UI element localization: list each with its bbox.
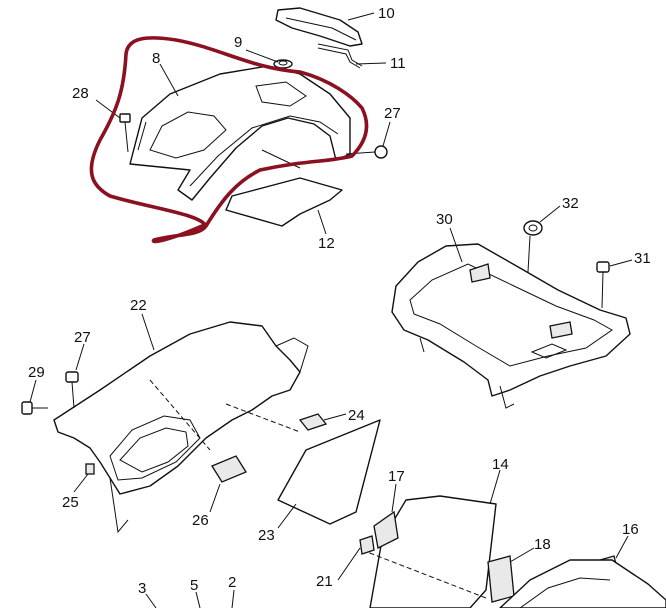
callout-27-top: 27 <box>384 105 401 122</box>
callout-23: 23 <box>258 527 275 544</box>
callout-26: 26 <box>192 512 209 529</box>
callout-11: 11 <box>390 55 406 72</box>
callout-17: 17 <box>388 468 405 485</box>
part-25-nut <box>85 463 95 475</box>
part-23-pad <box>277 419 381 525</box>
callout-9: 9 <box>234 34 242 51</box>
part-27-bolt-mid <box>65 371 79 409</box>
part-32-clip <box>523 220 543 273</box>
part-12-flap <box>225 177 343 227</box>
part-14-mudguard <box>361 495 497 608</box>
callout-8: 8 <box>152 50 160 67</box>
part-rear-fender-bottom <box>499 559 666 608</box>
part-18-block <box>487 555 515 603</box>
callout-14: 14 <box>492 456 509 473</box>
part-21-block <box>359 535 375 555</box>
part-28-bolt-top <box>119 113 131 153</box>
part-8-rear-fender <box>129 65 351 201</box>
callout-21: 21 <box>316 573 333 590</box>
callout-16: 16 <box>622 521 639 538</box>
part-22-side-cover <box>53 321 309 534</box>
part-27-bolt-top <box>345 145 388 159</box>
part-30-frame <box>391 243 631 409</box>
callout-30: 30 <box>436 211 453 228</box>
part-10-cover <box>275 7 363 47</box>
callout-3: 3 <box>138 580 146 597</box>
part-29-bolt <box>21 401 48 415</box>
callout-22: 22 <box>130 297 147 314</box>
part-31-bolt <box>596 261 610 309</box>
callout-10: 10 <box>378 5 395 22</box>
callout-31: 31 <box>634 250 651 267</box>
callout-27-mid: 27 <box>74 329 91 346</box>
part-9-grommet <box>273 59 293 69</box>
part-26-damper <box>211 455 247 483</box>
callout-5: 5 <box>190 577 198 594</box>
callout-28: 28 <box>72 85 89 102</box>
highlight-loop <box>89 36 369 244</box>
callout-29: 29 <box>28 364 45 381</box>
callout-32: 32 <box>562 195 579 212</box>
callout-25: 25 <box>62 494 79 511</box>
part-11-clip <box>317 43 363 69</box>
callout-2: 2 <box>228 574 236 591</box>
callout-18: 18 <box>534 536 551 553</box>
callout-24: 24 <box>348 407 365 424</box>
part-24-damper <box>298 413 328 431</box>
part-17-pad <box>391 483 397 513</box>
callout-12: 12 <box>318 235 335 252</box>
